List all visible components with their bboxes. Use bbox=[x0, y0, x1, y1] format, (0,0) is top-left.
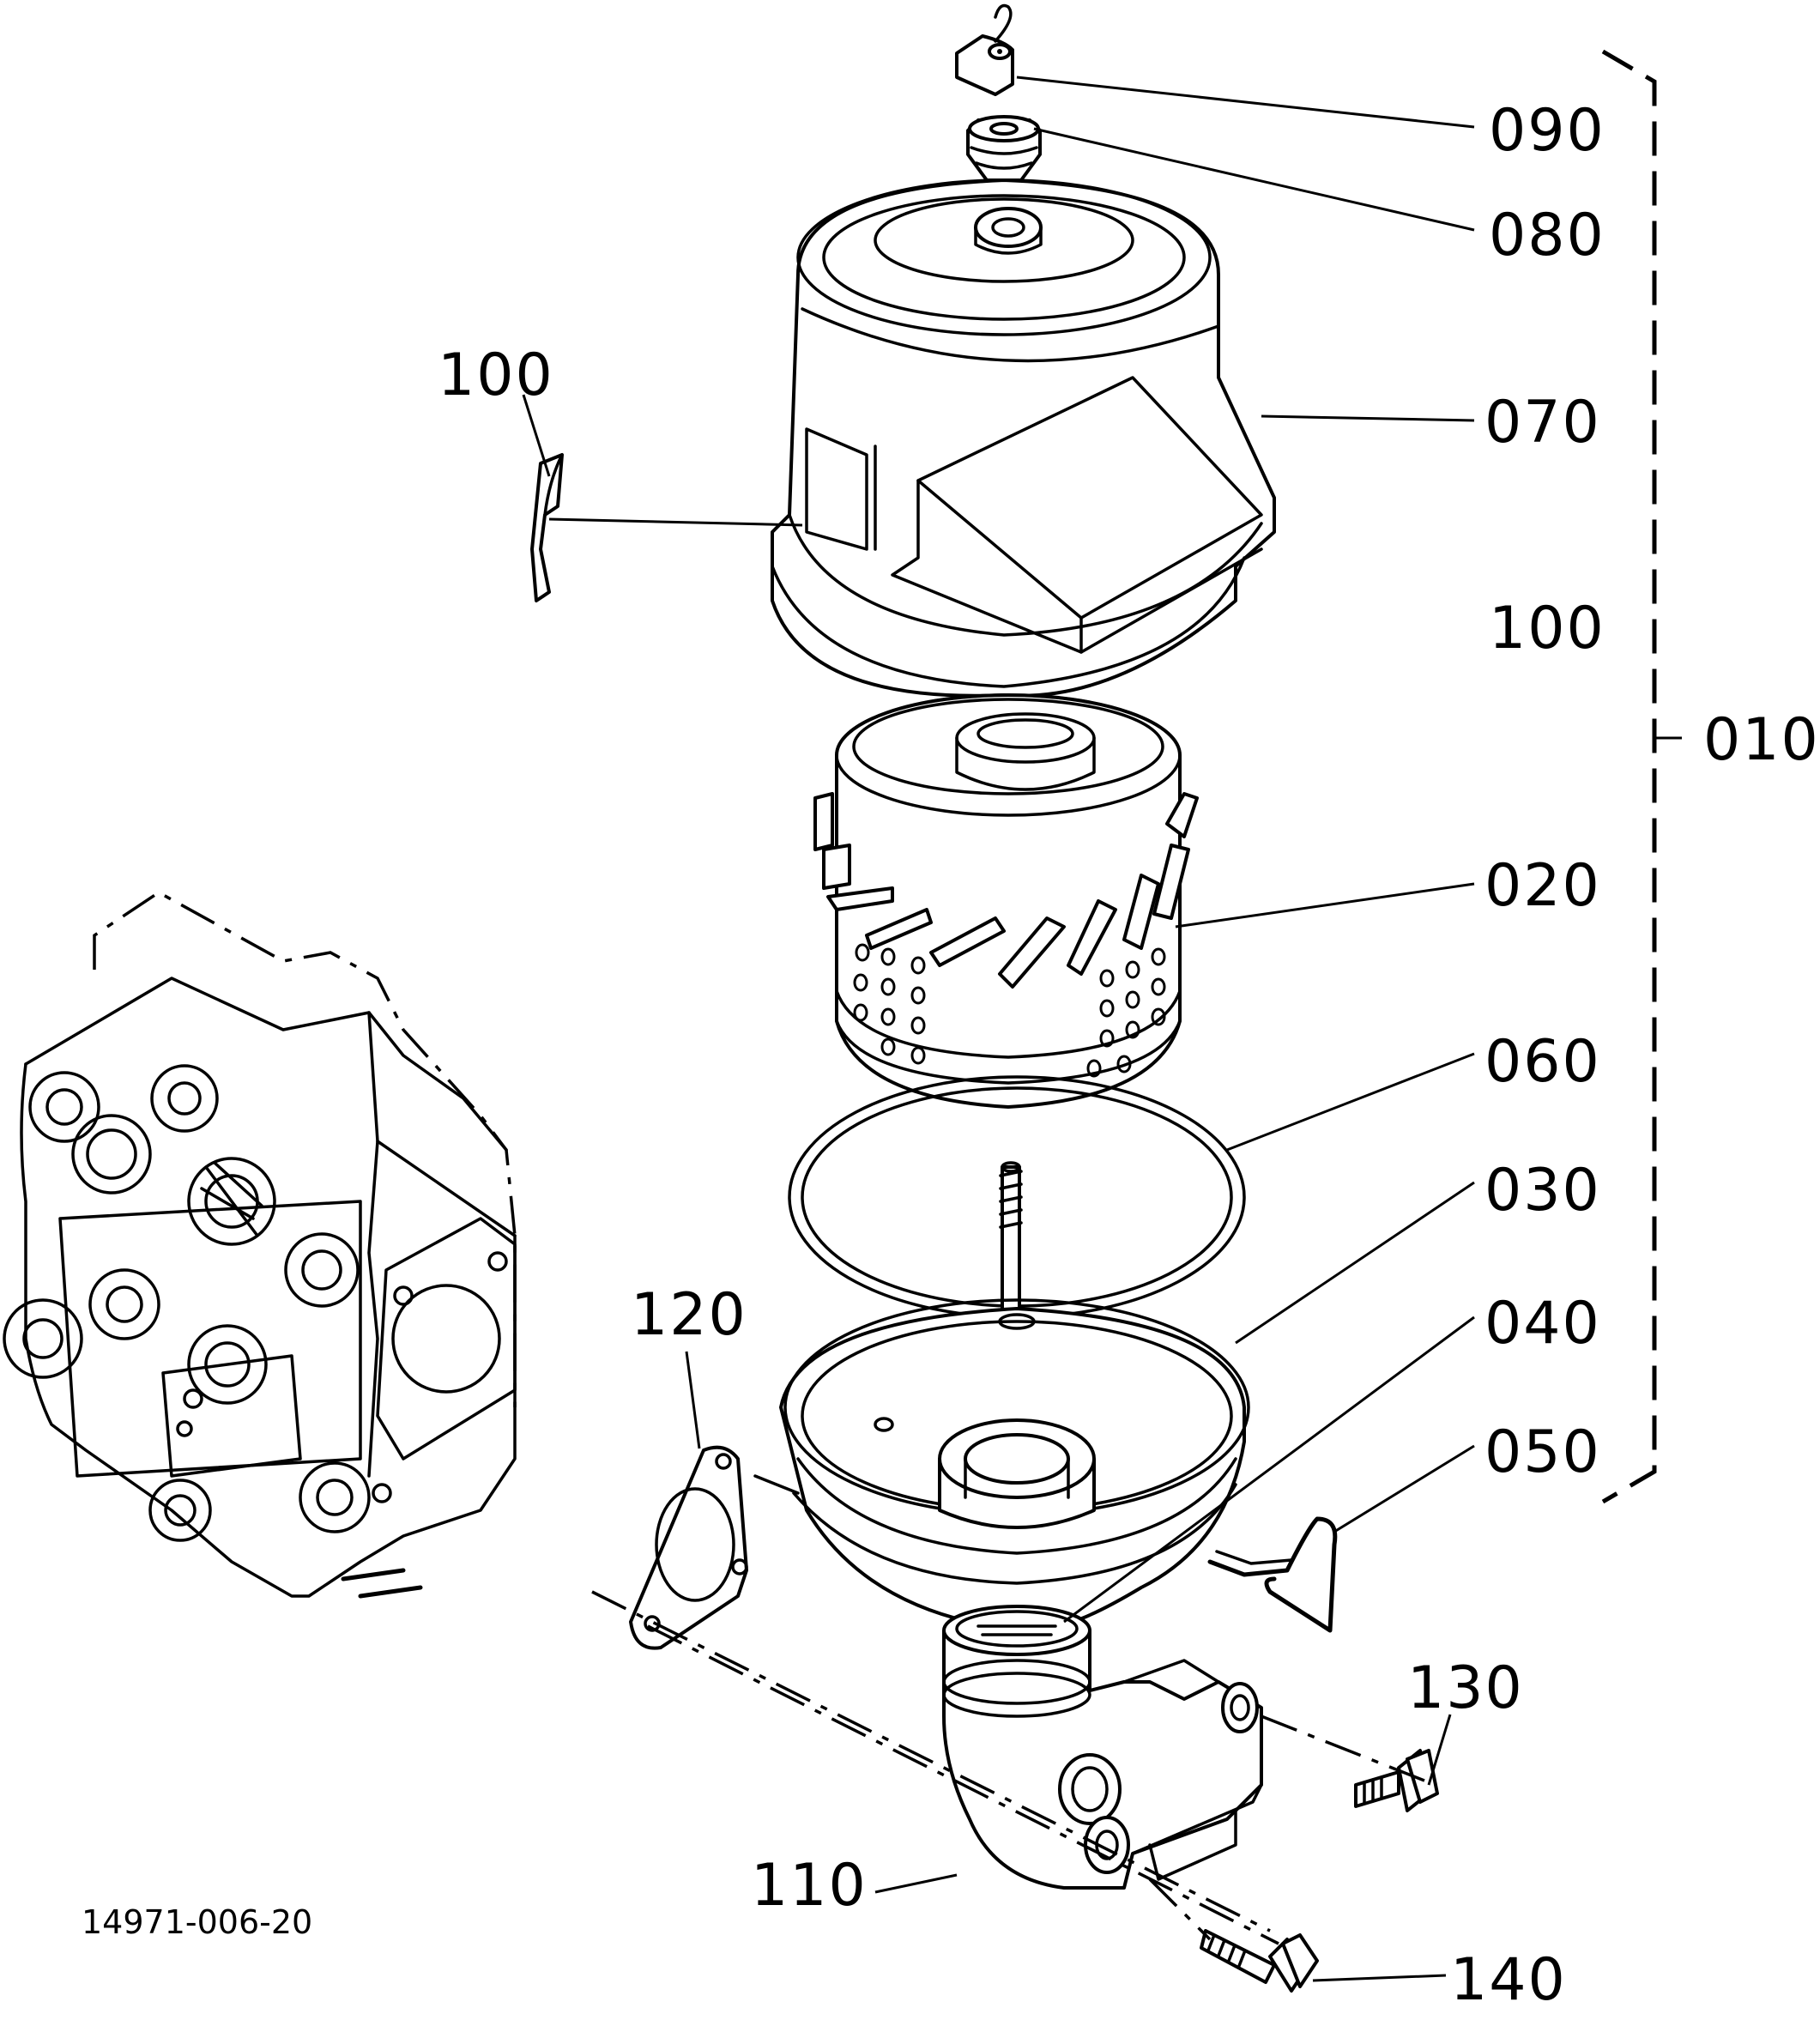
callout-110: 110 bbox=[751, 1852, 868, 1920]
callout-080: 080 bbox=[1489, 202, 1605, 269]
callout-060: 060 bbox=[1484, 1028, 1601, 1096]
assembly-centerlines bbox=[591, 1474, 1425, 1945]
callout-070: 070 bbox=[1484, 389, 1601, 457]
filter-element-020 bbox=[813, 693, 1199, 1109]
callout-140: 140 bbox=[1450, 1946, 1567, 2014]
callout-010: 010 bbox=[1703, 706, 1820, 774]
callout-050: 050 bbox=[1484, 1418, 1601, 1486]
bolt-140 bbox=[1200, 1929, 1319, 1993]
cylinder-head-phantom bbox=[3, 890, 517, 1599]
perforations bbox=[853, 943, 1166, 1078]
gasket-120 bbox=[629, 1445, 748, 1650]
cover-cap-070 bbox=[771, 178, 1276, 698]
dust-bowl-030 bbox=[779, 1298, 1250, 1624]
label-tag-100 bbox=[530, 453, 564, 602]
callout-100-left: 100 bbox=[438, 342, 554, 409]
callout-100-right: 100 bbox=[1489, 595, 1605, 662]
seal-washer-080 bbox=[966, 115, 1042, 182]
leader-lines bbox=[522, 76, 1475, 1982]
assembly-bracket-010 bbox=[1601, 49, 1682, 1504]
wing-nut-090 bbox=[955, 3, 1014, 96]
callout-040: 040 bbox=[1484, 1290, 1601, 1358]
callout-030: 030 bbox=[1484, 1157, 1601, 1225]
callout-090: 090 bbox=[1489, 97, 1605, 165]
callout-120: 120 bbox=[631, 1281, 747, 1349]
callout-020: 020 bbox=[1484, 852, 1601, 920]
figure-code: 14971-006-20 bbox=[82, 1903, 312, 1941]
callout-labels: 090 080 070 100 010 020 060 030 040 050 … bbox=[82, 97, 1820, 2014]
inlet-elbow-110 bbox=[942, 1605, 1263, 1890]
bolt-130 bbox=[1354, 1749, 1439, 1812]
clip-050 bbox=[1207, 1516, 1338, 1633]
callout-130: 130 bbox=[1407, 1654, 1524, 1722]
